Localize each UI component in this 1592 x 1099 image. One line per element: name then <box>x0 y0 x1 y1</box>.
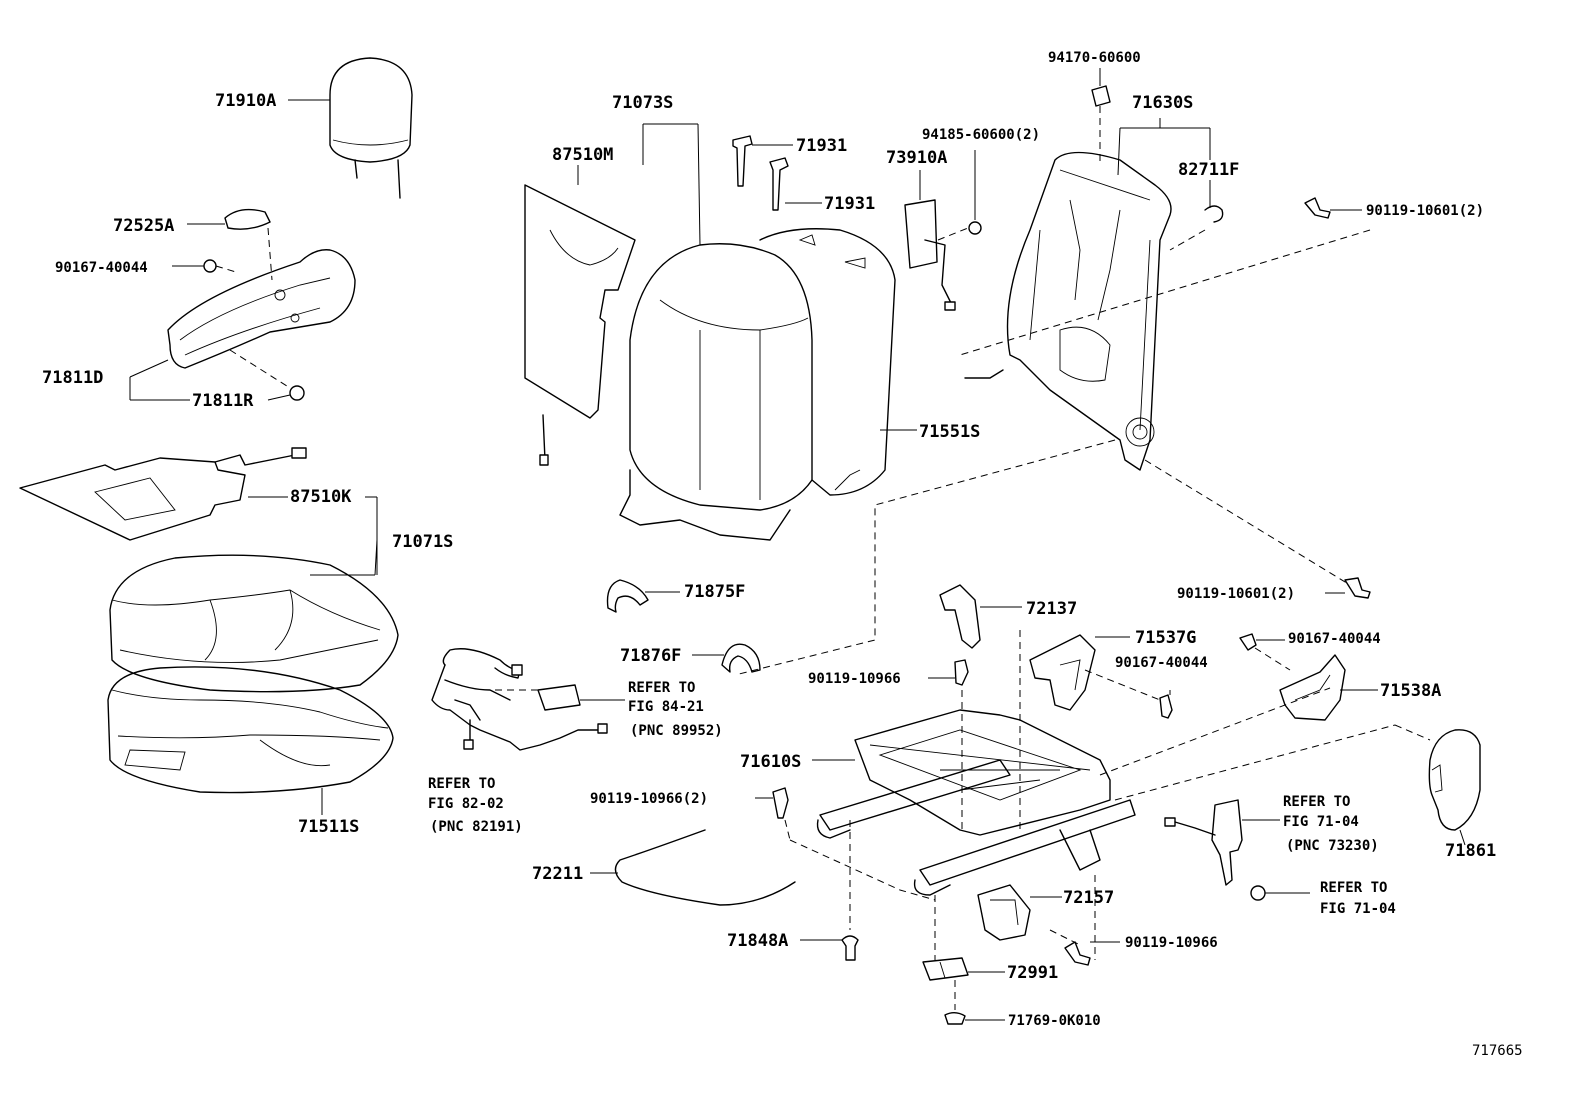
label-71610S: 71610S <box>740 752 801 772</box>
seat-heater-pad <box>19 447 307 541</box>
label-71769-0K010: 71769-0K010 <box>1008 1013 1101 1029</box>
label-72525A: 72525A <box>113 216 174 236</box>
hinge-cover-71876F <box>692 643 761 673</box>
cover-71538A <box>1279 654 1378 721</box>
clip-parts-71931 <box>732 135 822 211</box>
seat-adjuster-frame <box>789 687 1431 901</box>
cover-71537G <box>1019 630 1161 830</box>
label-71811D: 71811D <box>42 368 103 388</box>
seatback-heater-pad <box>524 165 636 466</box>
label-71875F: 71875F <box>684 582 745 602</box>
seatback-frame <box>964 118 1224 471</box>
label-94170-60600: 94170-60600 <box>1048 50 1141 66</box>
ref-line: REFER TO <box>428 776 495 792</box>
label-71876F: 71876F <box>620 646 681 666</box>
bolt-90119-10966-lower <box>1064 941 1120 966</box>
ref-line: (PNC 73230) <box>1286 838 1379 854</box>
label-71538A: 71538A <box>1380 681 1441 701</box>
ref-line: REFER TO <box>1283 794 1350 810</box>
label-90167-40044-upper: 90167-40044 <box>55 260 148 276</box>
label-71630S: 71630S <box>1132 93 1193 113</box>
clip-71769 <box>944 980 1005 1025</box>
ref-line: FIG 71-04 <box>1320 901 1396 917</box>
label-71537G: 71537G <box>1135 628 1196 648</box>
label-72157: 72157 <box>1063 888 1114 908</box>
diagram-id: 717665 <box>1472 1043 1523 1059</box>
cover-71861 <box>1428 729 1481 846</box>
label-72211: 72211 <box>532 864 583 884</box>
label-72137: 72137 <box>1026 599 1077 619</box>
side-cover-part <box>129 208 356 401</box>
label-71861: 71861 <box>1445 841 1496 861</box>
label-94185-60600: 94185-60600(2) <box>922 127 1040 143</box>
label-71073S: 71073S <box>612 93 673 113</box>
screws-90167-40044 <box>1159 633 1291 719</box>
label-82711F: 82711F <box>1178 160 1239 180</box>
seat-cushion-pad <box>107 666 394 815</box>
ref-line: REFER TO <box>1320 880 1387 896</box>
label-71511S: 71511S <box>298 817 359 837</box>
label-72991: 72991 <box>1007 963 1058 983</box>
label-90119-10966-upper: 90119-10966 <box>808 671 901 687</box>
seatback-cover <box>619 123 917 541</box>
bushing-94170 <box>1091 68 1111 165</box>
ref-line: (PNC 89952) <box>630 723 723 739</box>
bolts-90119-10601 <box>734 197 1371 676</box>
label-87510K: 87510K <box>290 487 352 507</box>
ref-note-fig-84-21: REFER TO FIG 84-21 (PNC 89952) <box>628 680 723 739</box>
label-71551S: 71551S <box>919 422 980 442</box>
ref-line: FIG 71-04 <box>1283 814 1359 830</box>
label-90119-10966-lower: 90119-10966 <box>1125 935 1218 951</box>
label-71931-upper: 71931 <box>796 136 847 156</box>
seat-cushion-cover <box>109 496 399 693</box>
ref-line: REFER TO <box>628 680 695 696</box>
side-airbag <box>904 150 982 311</box>
wire-harness <box>431 648 625 751</box>
label-71931-lower: 71931 <box>824 194 875 214</box>
label-71848A: 71848A <box>727 931 788 951</box>
label-90119-10601-lower: 90119-10601(2) <box>1177 586 1295 602</box>
ref-line: FIG 82-02 <box>428 796 504 812</box>
label-90167-40044-right: 90167-40044 <box>1288 631 1381 647</box>
ref-line: (PNC 82191) <box>430 819 523 835</box>
clip-71848A <box>800 820 859 961</box>
ref-note-fig-71-04-pnc: REFER TO FIG 71-04 (PNC 73230) <box>1283 794 1379 854</box>
hinge-cover-71875F <box>606 579 680 613</box>
label-87510M: 87510M <box>552 145 613 165</box>
bolt-90119-10966-pair <box>755 787 791 841</box>
label-90167-40044-middle: 90167-40044 <box>1115 655 1208 671</box>
label-90119-10601-upper: 90119-10601(2) <box>1366 203 1484 219</box>
ref-line: FIG 84-21 <box>628 699 704 715</box>
label-90119-10966-pair: 90119-10966(2) <box>590 791 708 807</box>
cover-72137 <box>928 584 1022 830</box>
label-71071S: 71071S <box>392 532 453 552</box>
ref-note-fig-71-04: REFER TO FIG 71-04 <box>1320 880 1396 917</box>
bracket-72991 <box>922 895 1005 981</box>
headrest-part <box>288 57 413 199</box>
label-71811R: 71811R <box>192 391 254 411</box>
label-73910A: 73910A <box>886 148 947 168</box>
ref-note-fig-82-02: REFER TO FIG 82-02 (PNC 82191) <box>428 776 523 835</box>
wire-72211 <box>590 829 796 906</box>
label-71910A: 71910A <box>215 91 276 111</box>
seatbelt-buckle <box>1164 799 1310 901</box>
